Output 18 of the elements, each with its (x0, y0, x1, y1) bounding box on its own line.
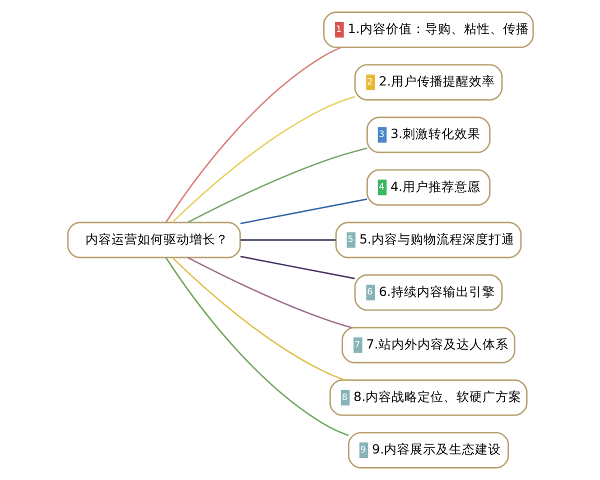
connector (187, 256, 352, 328)
node-box: 8 8.内容战略定位、软硬广方案 (328, 379, 527, 416)
connector (240, 198, 367, 224)
connector (172, 257, 345, 381)
node-box: 7 7.站内外内容及达人体系 (341, 326, 515, 364)
node-box: 9 9.内容展示及生态建设 (347, 432, 509, 468)
node-box: 5 5.内容与购物流程深度打通 (334, 222, 522, 258)
node-box: 1 1.内容价值：导购、粘性、传播 (322, 12, 534, 48)
connector (164, 46, 342, 223)
connector (172, 96, 354, 223)
connector (187, 148, 367, 224)
connector (240, 239, 336, 241)
node-box: 4 4.用户推荐意愿 (366, 169, 490, 206)
connector (240, 256, 354, 280)
node-box: 6 6.持续内容输出引擎 (354, 274, 502, 311)
node-box: 3 3.刺激转化效果 (366, 116, 490, 154)
node-box: 2 2.用户传播提醒效率 (354, 64, 502, 101)
node-box: 内容运营如何驱动增长？ (66, 222, 240, 258)
